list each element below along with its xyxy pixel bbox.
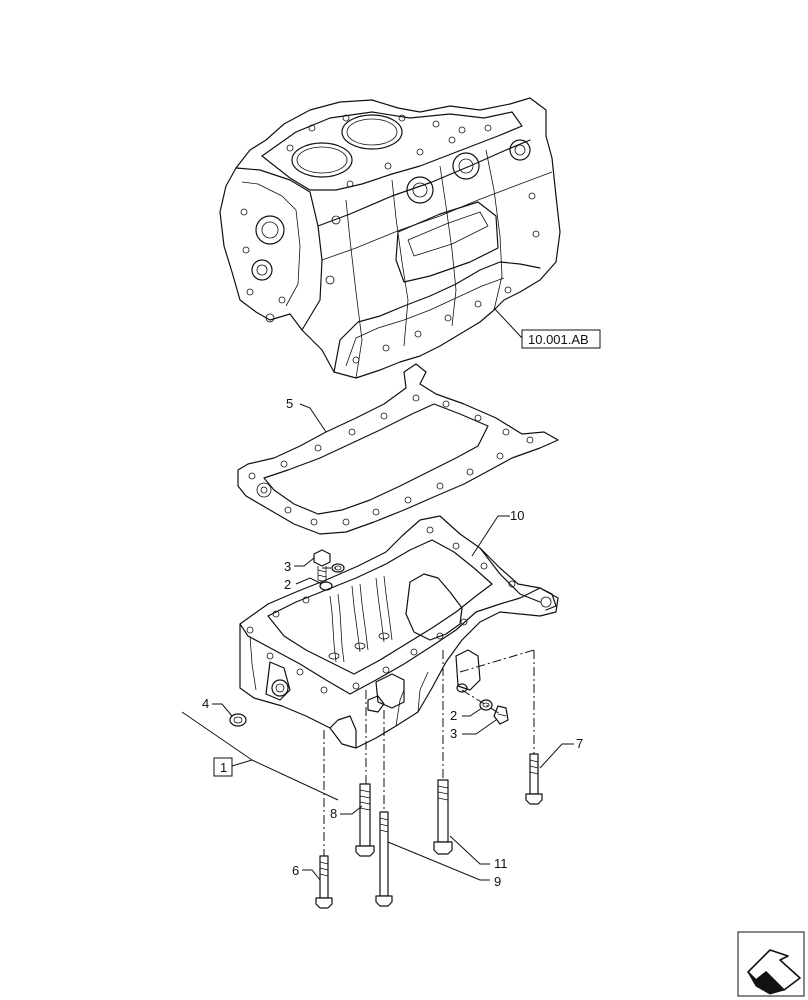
arrow-icon[interactable]: [737, 931, 805, 997]
seal-ring-lower: [456, 683, 493, 711]
callout-2-upper: 2: [284, 577, 291, 592]
bolt-6: [315, 855, 333, 909]
callout-3-lower: 3: [450, 726, 457, 741]
callout-4: 4: [202, 696, 209, 711]
group-label: 1: [220, 760, 227, 775]
drain-plug-upper: [313, 549, 331, 583]
callout-11: 11: [494, 856, 508, 871]
callout-labels: 5 10 3 2 4 2 3 7 8 6 11 9: [202, 396, 583, 889]
callout-5: 5: [286, 396, 293, 411]
engine-block: [219, 97, 561, 379]
bolt-7: [525, 753, 543, 805]
callout-3-upper: 3: [284, 559, 291, 574]
oil-pan-gasket: [237, 363, 559, 535]
callout-9: 9: [494, 874, 501, 889]
callout-2-lower: 2: [450, 708, 457, 723]
plug: [229, 713, 247, 727]
reference-label: 10.001.AB: [528, 332, 589, 347]
callout-7: 7: [576, 736, 583, 751]
oil-pan: [239, 515, 559, 749]
leader-lines: [181, 307, 574, 881]
callout-6: 6: [292, 863, 299, 878]
reference-tag[interactable]: 10.001.AB: [521, 329, 601, 349]
group-tag: 1: [213, 757, 233, 777]
bolt-9: [375, 811, 393, 907]
callout-10: 10: [510, 508, 524, 523]
bolt-11: [433, 779, 453, 855]
drain-plug-lower: [493, 705, 509, 725]
callout-8: 8: [330, 806, 337, 821]
bolt-8: [355, 783, 375, 857]
